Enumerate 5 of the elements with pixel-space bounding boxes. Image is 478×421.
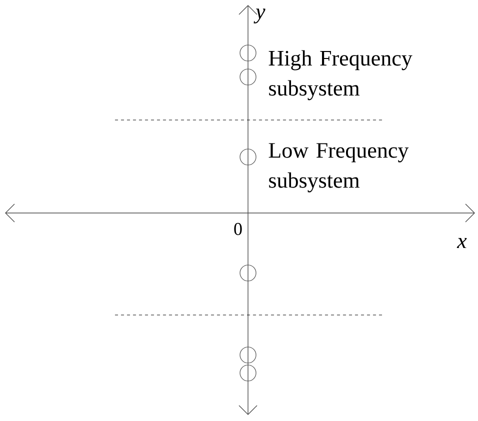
region-label: High Frequency subsystem: [268, 50, 412, 100]
axis-label: y: [254, 8, 266, 24]
axis-label: x: [456, 238, 467, 248]
region-label: Low Frequency subsystem: [268, 143, 409, 192]
origin-label: 0: [234, 222, 242, 236]
